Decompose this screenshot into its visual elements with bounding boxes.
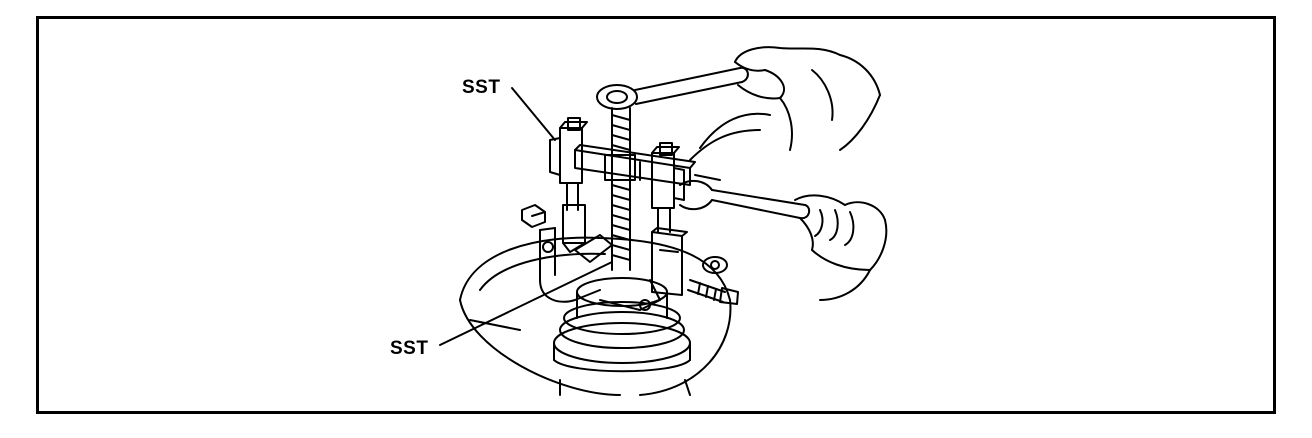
leader-line-bottom (439, 261, 613, 346)
left-bolt (521, 204, 546, 228)
sst-callout-top: SST (462, 77, 501, 98)
dust-shield (459, 236, 732, 396)
puller-right-leg (651, 142, 688, 296)
top-hand (734, 46, 881, 151)
callout-leaders (439, 87, 613, 346)
center-screw (604, 107, 636, 271)
right-bolt (687, 256, 739, 305)
steering-knuckle (539, 227, 661, 311)
axle-hub (553, 277, 691, 373)
side-wrench (679, 179, 811, 220)
ring-wrench (596, 66, 749, 110)
illustration-frame (36, 16, 1276, 414)
strut-background (689, 112, 771, 181)
leader-line-top (511, 87, 556, 141)
sst-callout-bottom: SST (390, 338, 429, 359)
right-hand (794, 194, 888, 301)
puller-left-leg (549, 117, 588, 253)
